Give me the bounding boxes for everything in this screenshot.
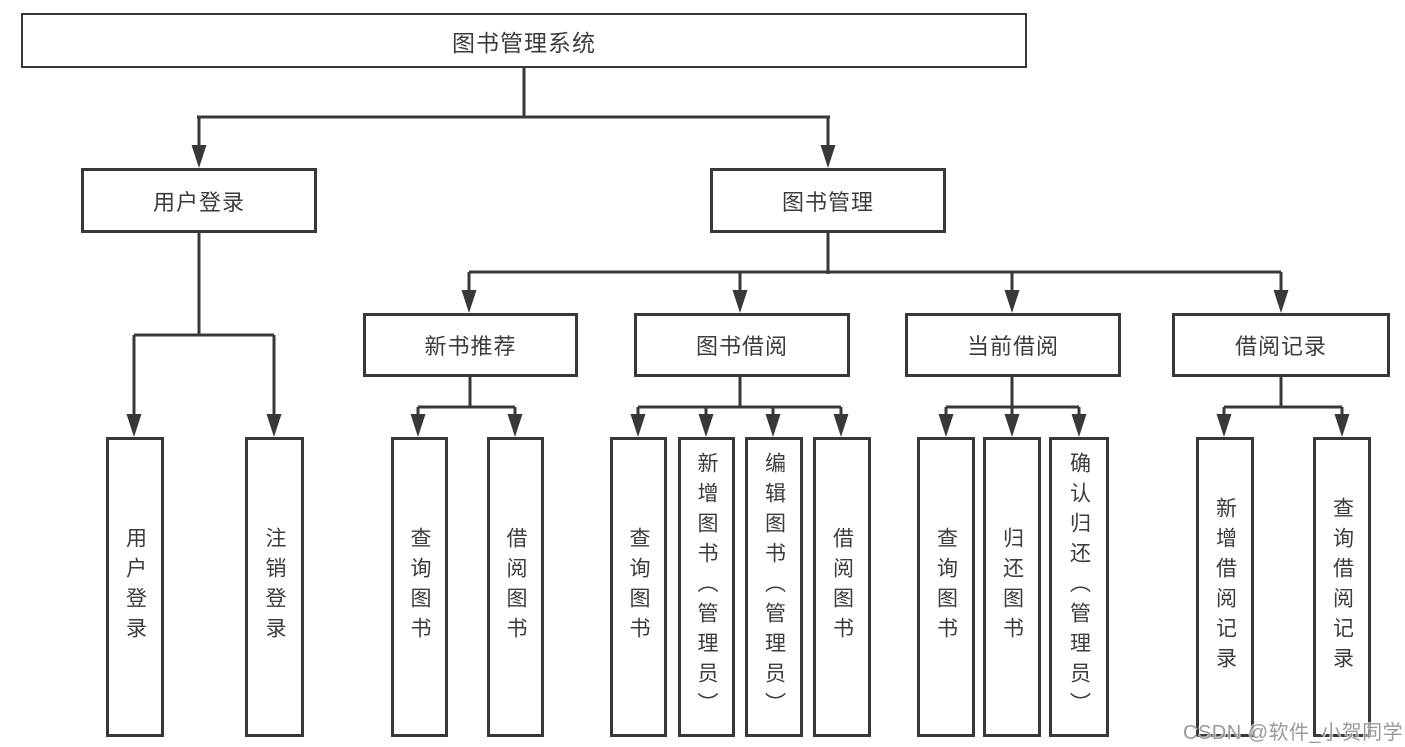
arrowhead-down-icon	[938, 414, 954, 437]
csdn-watermark: CSDN @软件_小贺同学	[1183, 722, 1404, 744]
node-book-borrow: 图书借阅	[634, 313, 850, 377]
leaf-current-return-book: 归还图书	[983, 437, 1041, 737]
leaf-borrow-add-book-admin: 新增图书（管理员）	[678, 437, 735, 737]
leaf-logout: 注销登录	[245, 437, 304, 737]
node-current-borrow: 当前借阅	[905, 313, 1121, 377]
leaf-records-add-record: 新增借阅记录	[1196, 437, 1254, 737]
arrowhead-down-icon	[1071, 414, 1087, 437]
arrowhead-down-icon	[732, 290, 748, 313]
arrowhead-down-icon	[266, 414, 282, 437]
leaf-borrow-edit-book-admin: 编辑图书（管理员）	[745, 437, 803, 737]
arrowhead-down-icon	[507, 414, 523, 437]
arrowhead-down-icon	[1004, 414, 1020, 437]
arrowhead-down-icon	[410, 414, 426, 437]
leaf-current-query-book: 查询图书	[917, 437, 975, 737]
arrowhead-down-icon	[1216, 414, 1232, 437]
node-new-book-recommend: 新书推荐	[363, 313, 578, 377]
arrowhead-down-icon	[833, 414, 849, 437]
leaf-user-login: 用户登录	[106, 437, 164, 737]
node-book-management: 图书管理	[710, 168, 946, 233]
leaf-borrow-query-book: 查询图书	[610, 437, 667, 737]
arrowhead-down-icon	[765, 414, 781, 437]
arrowhead-down-icon	[1004, 290, 1020, 313]
leaf-borrow-borrow-book: 借阅图书	[813, 437, 871, 737]
arrowhead-down-icon	[698, 414, 714, 437]
arrowhead-down-icon	[630, 414, 646, 437]
leaf-current-confirm-return-admin: 确认归还（管理员）	[1049, 437, 1109, 737]
leaf-records-query-record: 查询借阅记录	[1313, 437, 1371, 737]
arrowhead-down-icon	[1334, 414, 1350, 437]
arrowhead-down-icon	[1273, 290, 1289, 313]
leaf-new-book-query: 查询图书	[391, 437, 448, 737]
arrowhead-down-icon	[126, 414, 142, 437]
arrowhead-down-icon	[191, 145, 207, 168]
arrowhead-down-icon	[461, 290, 477, 313]
leaf-new-book-borrow: 借阅图书	[487, 437, 544, 737]
node-library-management-system: 图书管理系统	[21, 13, 1027, 68]
node-user-login: 用户登录	[81, 168, 317, 233]
node-borrow-records: 借阅记录	[1172, 313, 1390, 377]
arrowhead-down-icon	[820, 145, 836, 168]
